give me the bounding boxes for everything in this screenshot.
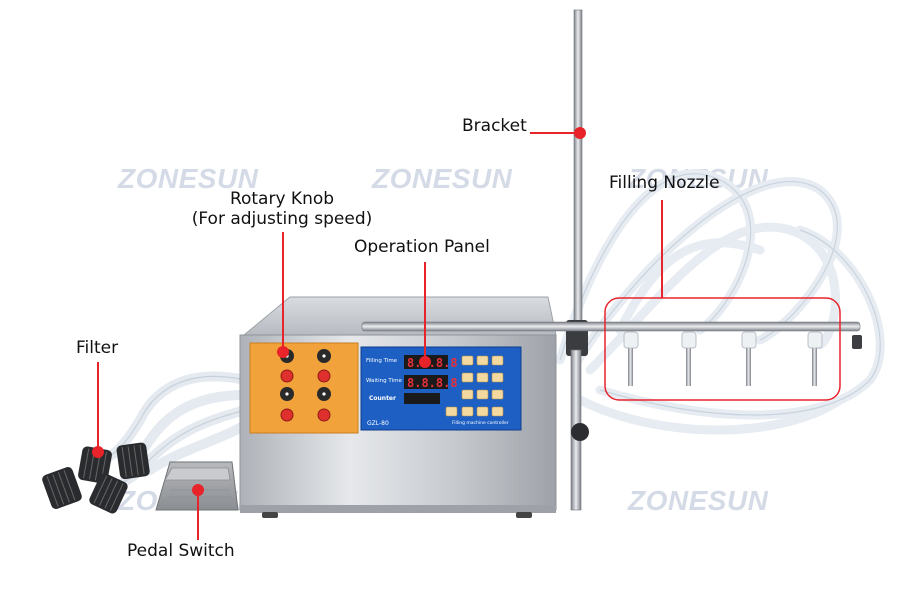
silicone-tubes: [555, 169, 885, 435]
panel-caption: Filling machine controller: [452, 421, 509, 426]
watermark: ZONESUN: [372, 163, 513, 194]
watermark: ZONESUN: [118, 163, 259, 194]
filters: [42, 442, 150, 514]
label-filling-nozzle: Filling Nozzle: [609, 173, 720, 193]
panel-label-waiting-time: Waiting Time: [366, 378, 402, 384]
svg-text:8.8.8.8: 8.8.8.8: [407, 356, 458, 370]
label-rotary-knob-line1: Rotary Knob: [229, 189, 335, 209]
rotary-knob-panel: [249, 342, 359, 434]
label-pedal-switch: Pedal Switch: [127, 541, 235, 561]
label-operation-panel: Operation Panel: [354, 237, 490, 257]
nozzle-bar: [361, 321, 862, 349]
watermark: ZONESUN: [628, 485, 769, 516]
callouts: [92, 127, 663, 540]
label-rotary-knob-line2: (For adjusting speed): [191, 209, 373, 229]
nozzle-highlight-box: [604, 297, 841, 401]
panel-model: GZL-80: [367, 420, 389, 427]
svg-text:8.8.8.8: 8.8.8.8: [407, 376, 458, 390]
label-filter: Filter: [76, 338, 119, 358]
label-rotary-knob: Rotary Knob (For adjusting speed): [172, 189, 392, 229]
bracket-rod: [566, 9, 589, 511]
panel-label-counter: Counter: [369, 395, 396, 402]
filling-nozzles: [623, 331, 823, 386]
operation-panel: 8.8.8.8 8.8.8.8: [360, 346, 522, 431]
panel-label-filling-time: Filling Time: [366, 358, 398, 364]
label-bracket: Bracket: [462, 116, 527, 136]
